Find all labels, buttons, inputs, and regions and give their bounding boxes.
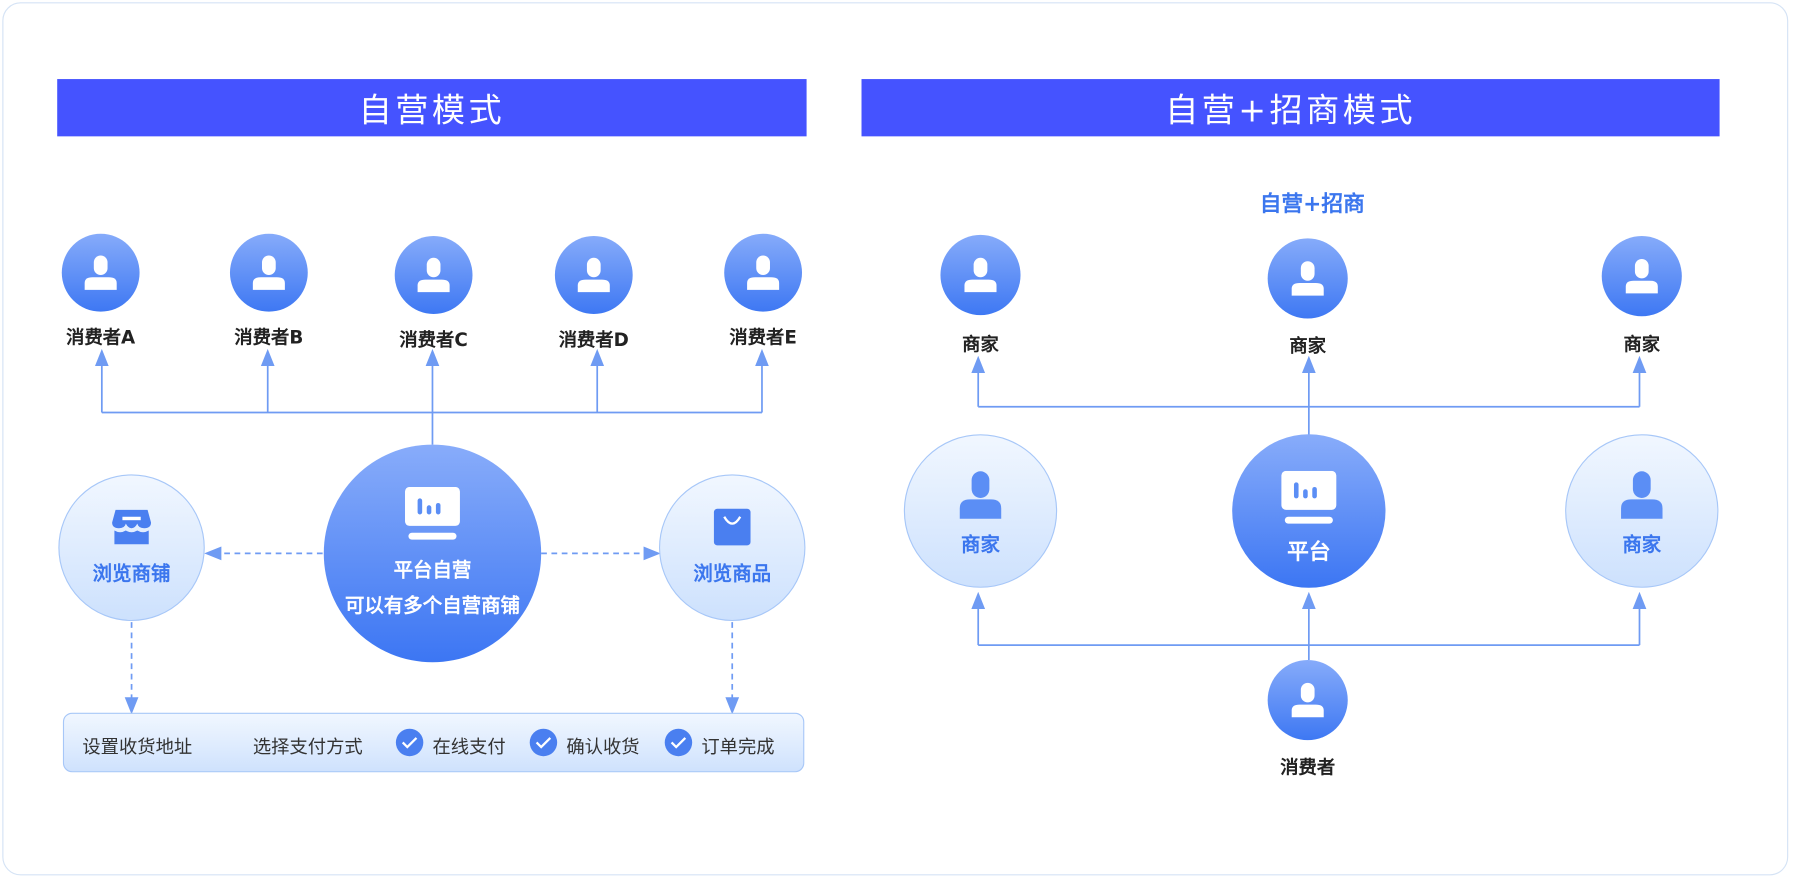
store-icon bbox=[112, 509, 152, 545]
consumer-d-avatar bbox=[554, 236, 633, 314]
merchant-right-label: 商家 bbox=[1622, 533, 1662, 557]
user-icon bbox=[417, 257, 450, 293]
consumer-b-avatar bbox=[229, 233, 308, 312]
platform-monitor-icon bbox=[405, 486, 460, 540]
browse-store-label: 浏览商铺 bbox=[92, 562, 171, 586]
step-confirm-receipt: 确认收货 bbox=[566, 735, 640, 758]
consumer-d-label: 消费者D bbox=[558, 328, 629, 351]
check-icon bbox=[664, 728, 693, 757]
browse-store-node: 浏览商铺 bbox=[58, 474, 205, 622]
step-choose-payment: 选择支付方式 bbox=[252, 735, 363, 758]
user-icon bbox=[252, 255, 285, 290]
consumer-b-label: 消费者B bbox=[234, 326, 304, 349]
step-order-complete: 订单完成 bbox=[701, 735, 775, 758]
shopping-bag-icon bbox=[713, 508, 751, 546]
consumer-a-avatar bbox=[61, 233, 140, 312]
mode-subtitle: 自营+招商 bbox=[1259, 191, 1365, 217]
platform-node: 平台 bbox=[1232, 434, 1386, 588]
platform-label: 平台 bbox=[1287, 539, 1331, 565]
user-icon bbox=[959, 471, 1002, 519]
merchant-left-label: 商家 bbox=[961, 533, 1000, 557]
user-icon bbox=[1625, 258, 1658, 294]
user-icon bbox=[577, 257, 610, 293]
merchant-left-node: 商家 bbox=[903, 434, 1058, 588]
order-process-bar: 设置收货地址 选择支付方式 在线支付 确认收货 订单完成 bbox=[62, 712, 805, 773]
user-icon bbox=[1621, 471, 1663, 519]
merchant-top-left-avatar bbox=[940, 234, 1021, 316]
step-set-address: 设置收货地址 bbox=[82, 735, 193, 758]
merchant-right-node: 商家 bbox=[1565, 434, 1719, 588]
platform-monitor-icon bbox=[1281, 470, 1337, 524]
self-operated-header: 自营模式 bbox=[57, 79, 807, 137]
user-icon bbox=[1291, 261, 1324, 296]
user-icon bbox=[1291, 682, 1324, 718]
platform-self-operated-node: 平台自营 可以有多个自营商铺 bbox=[323, 444, 542, 663]
merchant-top-right-label: 商家 bbox=[1623, 333, 1661, 356]
consumer-c-label: 消费者C bbox=[399, 328, 468, 351]
user-icon bbox=[964, 257, 997, 293]
check-icon bbox=[529, 728, 558, 757]
self-plus-merchant-header: 自营+招商模式 bbox=[861, 79, 1720, 137]
merchant-top-left-label: 商家 bbox=[962, 333, 999, 356]
step-online-payment: 在线支付 bbox=[432, 735, 506, 758]
consumer-e-label: 消费者E bbox=[729, 326, 797, 349]
merchant-top-center-label: 商家 bbox=[1289, 334, 1327, 357]
user-icon bbox=[747, 255, 780, 290]
browse-goods-label: 浏览商品 bbox=[693, 562, 772, 586]
user-icon bbox=[84, 255, 117, 290]
consumer-a-label: 消费者A bbox=[66, 326, 136, 349]
consumer-e-avatar bbox=[724, 233, 803, 312]
platform-title: 平台自营 bbox=[393, 559, 472, 583]
browse-goods-node: 浏览商品 bbox=[659, 474, 806, 622]
merchant-top-center-avatar bbox=[1267, 238, 1348, 319]
check-icon bbox=[395, 728, 424, 757]
consumer-label: 消费者 bbox=[1280, 756, 1336, 778]
merchant-top-right-avatar bbox=[1601, 236, 1682, 317]
consumer-c-avatar bbox=[394, 236, 473, 314]
consumer-avatar bbox=[1267, 659, 1348, 741]
platform-subtitle: 可以有多个自营商铺 bbox=[344, 594, 520, 618]
